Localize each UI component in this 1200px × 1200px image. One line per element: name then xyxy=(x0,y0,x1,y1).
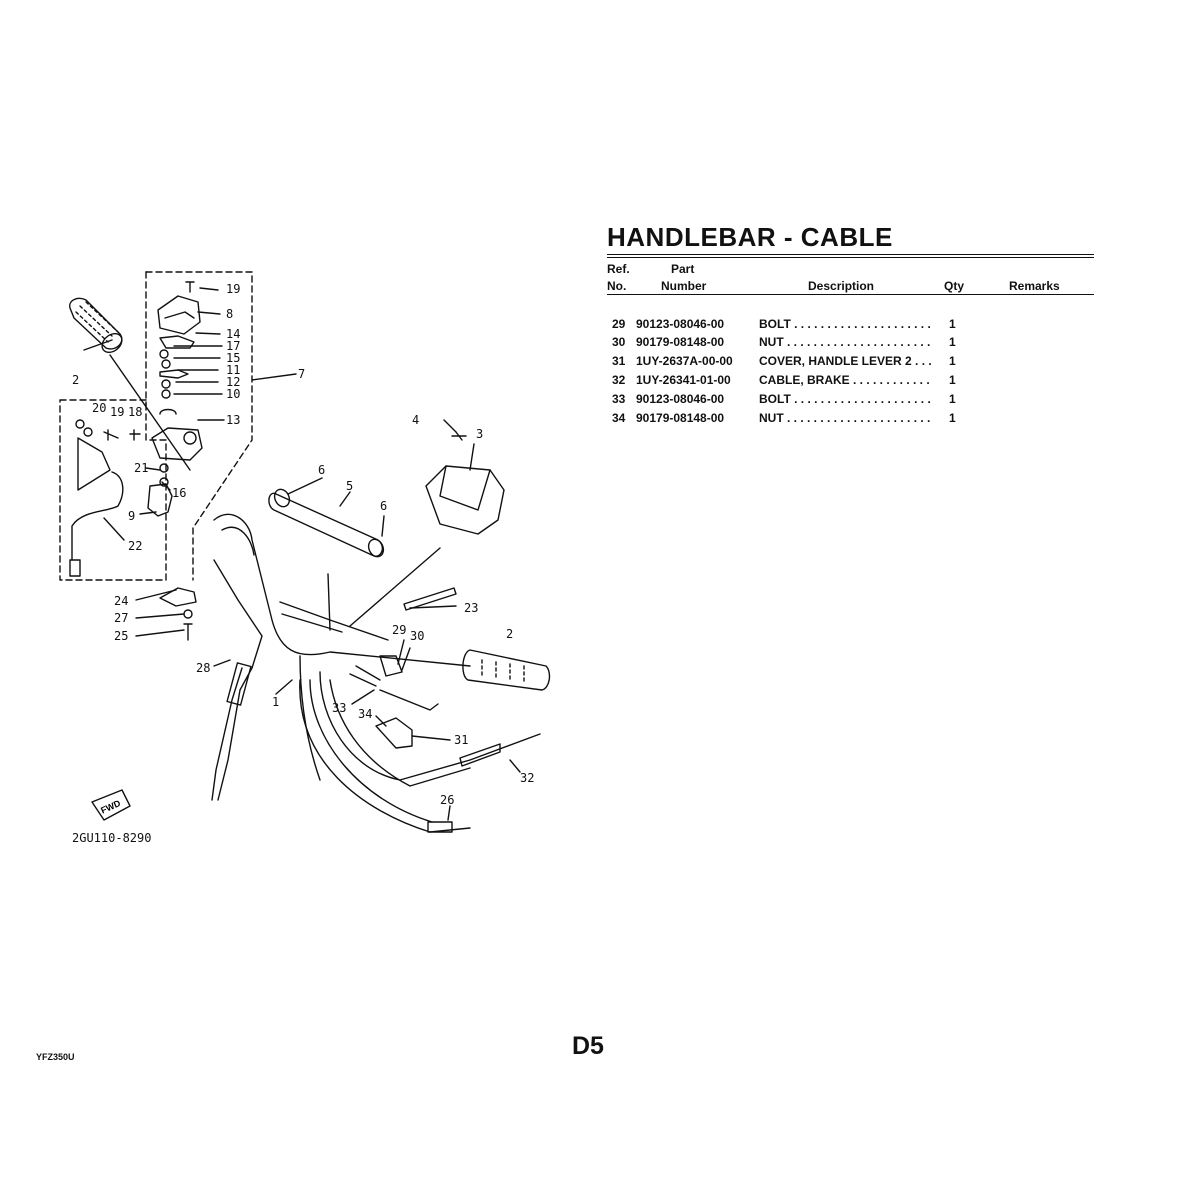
header-ref-line2: No. xyxy=(607,279,627,293)
table-row: 32 1UY-26341-01-00 CABLE, BRAKE . . . . … xyxy=(607,373,1094,391)
clamp-24 xyxy=(159,587,197,607)
callout: 28 xyxy=(196,661,210,675)
ref-no: 31 xyxy=(612,354,626,368)
callout: 3 xyxy=(476,427,483,441)
table-row: 29 90123-08046-00 BOLT . . . . . . . . .… xyxy=(607,317,1094,335)
grip-sleeve-5 xyxy=(268,488,385,558)
left-grip xyxy=(69,297,123,354)
callout: 4 xyxy=(412,413,419,427)
description: COVER, HANDLE LEVER 2 . . . xyxy=(759,354,932,368)
callout: 17 xyxy=(226,339,240,353)
part-number: 90123-08046-00 xyxy=(636,317,725,331)
callout: 12 xyxy=(226,375,240,389)
page-number: D5 xyxy=(572,1032,604,1060)
right-grip xyxy=(462,649,551,691)
qty: 1 xyxy=(949,354,956,368)
callout: 26 xyxy=(440,793,454,807)
callout: 15 xyxy=(226,351,240,365)
ref-no: 33 xyxy=(612,392,626,406)
description: BOLT . . . . . . . . . . . . . . . . . .… xyxy=(759,317,931,331)
clutch-lever-parts xyxy=(69,419,141,577)
callout: 25 xyxy=(114,629,128,643)
callout: 32 xyxy=(520,771,534,785)
header-description: Description xyxy=(808,279,875,293)
clutch-lever-assembly-box xyxy=(59,399,167,581)
diagram-code: 2GU110-8290 xyxy=(72,831,151,845)
cable-27 xyxy=(213,559,263,801)
qty: 1 xyxy=(949,373,956,387)
callout: 7 xyxy=(298,367,305,381)
callout: 9 xyxy=(128,509,135,523)
switch-parts xyxy=(147,281,203,517)
callout: 8 xyxy=(226,307,233,321)
callout: 27 xyxy=(114,611,128,625)
callout: 13 xyxy=(226,413,240,427)
ref-no: 29 xyxy=(612,317,626,331)
callout: 19 xyxy=(110,405,124,419)
callout: 6 xyxy=(318,463,325,477)
ref-no: 34 xyxy=(612,411,626,425)
brake-cable-32 xyxy=(319,671,541,781)
callout: 19 xyxy=(226,282,240,296)
table-row: 30 90179-08148-00 NUT . . . . . . . . . … xyxy=(607,335,1094,353)
callout: 2 xyxy=(506,627,513,641)
strap-23 xyxy=(403,587,457,611)
callout: 1 xyxy=(272,695,279,709)
callout: 2 xyxy=(72,373,79,387)
callout: 11 xyxy=(226,363,240,377)
callout: 16 xyxy=(172,486,186,500)
throttle-housing-3 xyxy=(425,431,505,535)
part-number: 90179-08148-00 xyxy=(636,335,725,349)
part-number: 1UY-2637A-00-00 xyxy=(636,354,733,368)
switch-assembly-box xyxy=(145,271,253,581)
description: BOLT . . . . . . . . . . . . . . . . . .… xyxy=(759,392,931,406)
qty: 1 xyxy=(949,335,956,349)
qty: 1 xyxy=(949,392,956,406)
header-part-line1: Part xyxy=(671,262,695,276)
callout: 14 xyxy=(226,327,240,341)
table-row: 34 90179-08148-00 NUT . . . . . . . . . … xyxy=(607,411,1094,429)
callout: 5 xyxy=(346,479,353,493)
ref-no: 32 xyxy=(612,373,626,387)
brake-lever-parts xyxy=(349,655,439,749)
callout: 20 xyxy=(92,401,106,415)
header-qty: Qty xyxy=(944,279,965,293)
callout: 33 xyxy=(332,701,346,715)
header-ref-line1: Ref. xyxy=(607,262,630,276)
callout: 22 xyxy=(128,539,142,553)
callout: 6 xyxy=(380,499,387,513)
callout: 30 xyxy=(410,629,424,643)
table-row: 33 90123-08046-00 BOLT . . . . . . . . .… xyxy=(607,392,1094,410)
part-number: 90179-08148-00 xyxy=(636,411,725,425)
header-remarks: Remarks xyxy=(1009,279,1060,293)
callout: 18 xyxy=(128,405,142,419)
title-rule xyxy=(607,254,1094,255)
fwd-arrow-label: FWD xyxy=(99,798,122,816)
description: NUT . . . . . . . . . . . . . . . . . . … xyxy=(759,335,931,349)
description: CABLE, BRAKE . . . . . . . . . . . . xyxy=(759,373,930,387)
header-part-line2: Number xyxy=(661,279,707,293)
callout: 31 xyxy=(454,733,468,747)
description: NUT . . . . . . . . . . . . . . . . . . … xyxy=(759,411,931,425)
part-number: 1UY-26341-01-00 xyxy=(636,373,731,387)
model-code: YFZ350U xyxy=(36,1052,75,1062)
callout: 10 xyxy=(226,387,240,401)
part-number: 90123-08046-00 xyxy=(636,392,725,406)
callout: 24 xyxy=(114,594,128,608)
page-title: HANDLEBAR - CABLE xyxy=(607,222,893,252)
callout: 34 xyxy=(358,707,372,721)
qty: 1 xyxy=(949,411,956,425)
header-rule xyxy=(607,294,1094,295)
ref-no: 30 xyxy=(612,335,626,349)
callout: 21 xyxy=(134,461,148,475)
qty: 1 xyxy=(949,317,956,331)
throttle-cable-28 xyxy=(299,679,471,833)
table-row: 31 1UY-2637A-00-00 COVER, HANDLE LEVER 2… xyxy=(607,354,1094,372)
callout-labels: 19 8 14 17 15 11 12 10 13 7 20 19 18 21 … xyxy=(72,282,534,807)
handlebar-exploded-diagram: 19 8 14 17 15 11 12 10 13 7 20 19 18 21 … xyxy=(59,271,551,845)
callout: 23 xyxy=(464,601,478,615)
callout: 29 xyxy=(392,623,406,637)
title-rule xyxy=(607,257,1094,258)
